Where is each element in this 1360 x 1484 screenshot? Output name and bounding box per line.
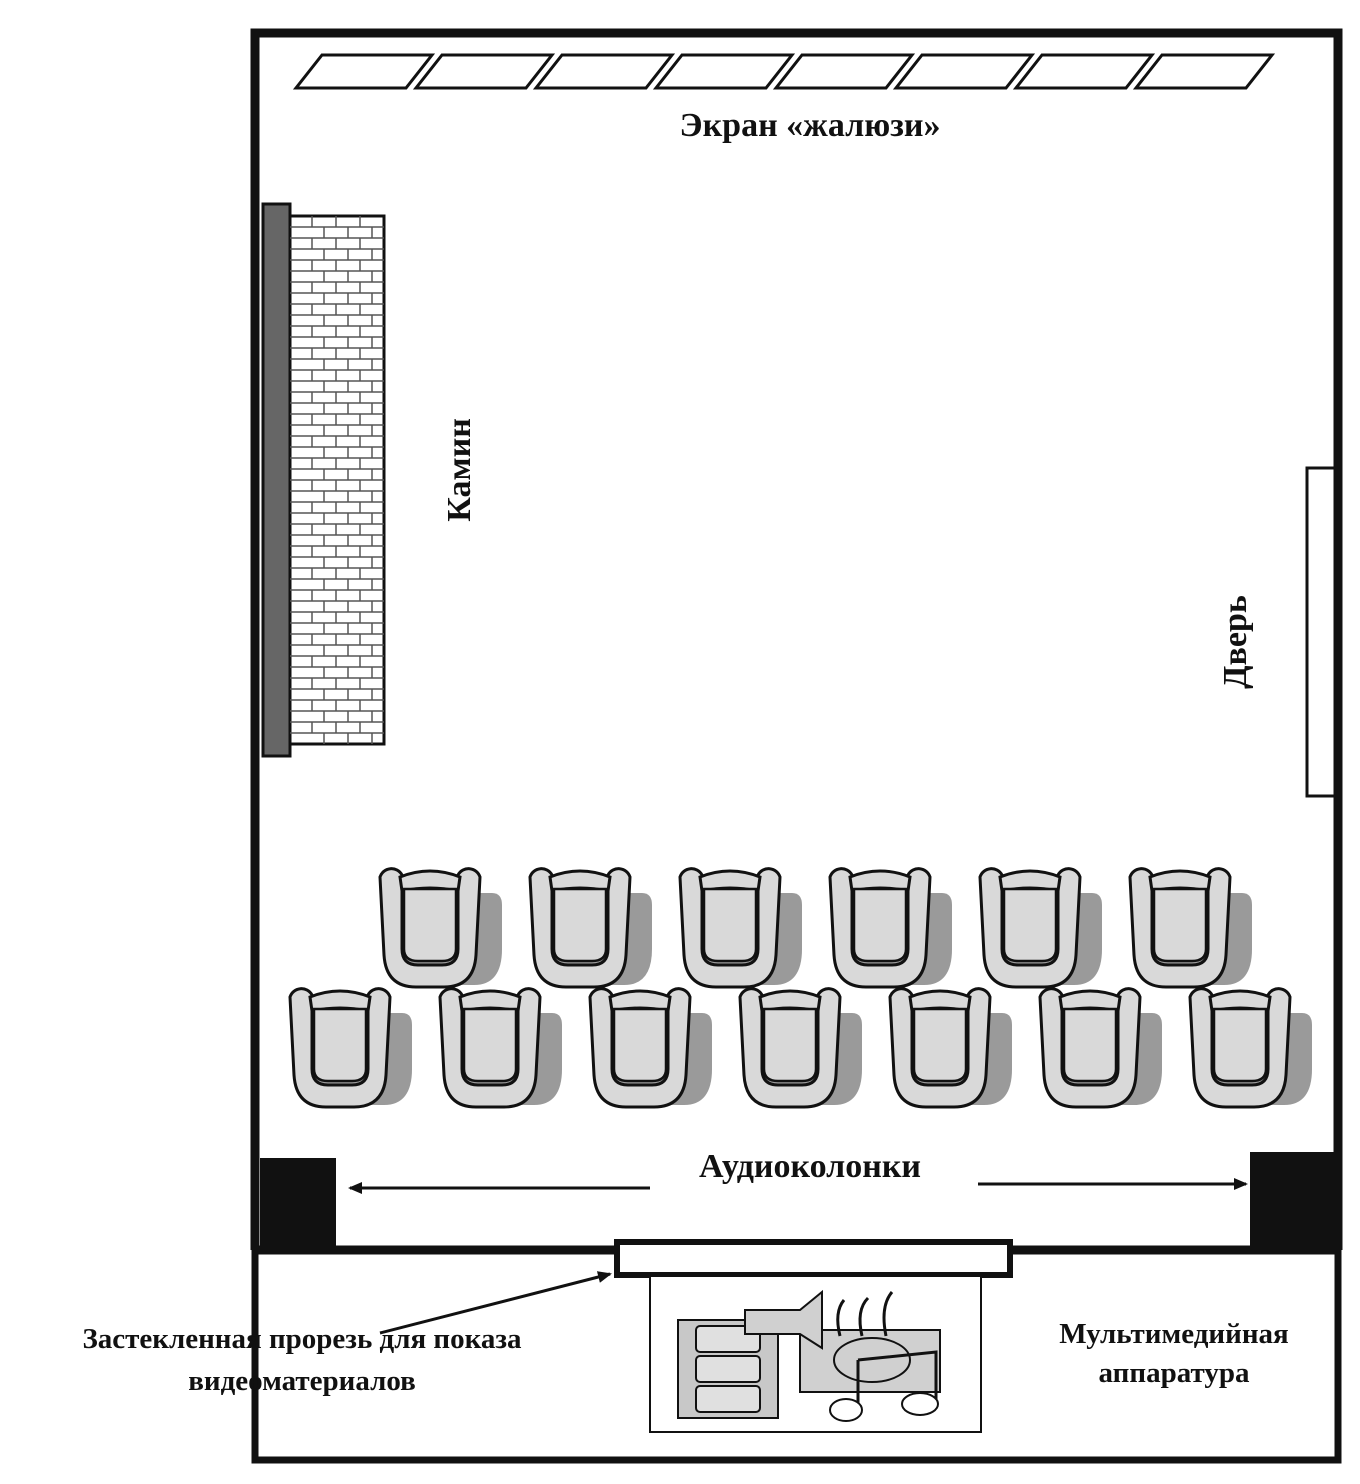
armchair-icon bbox=[528, 867, 652, 989]
chair-cushion bbox=[762, 1007, 818, 1083]
fireplace bbox=[261, 202, 386, 758]
chair-cushion bbox=[1062, 1007, 1118, 1083]
armchair-icon bbox=[378, 867, 502, 989]
armchair-icon bbox=[888, 987, 1012, 1109]
armchair-icon bbox=[828, 867, 952, 989]
note-head-left bbox=[829, 1398, 863, 1422]
glazed-slot-pointer bbox=[379, 1271, 612, 1335]
armchair-icon bbox=[978, 867, 1102, 989]
main-room-wall bbox=[250, 28, 1343, 1250]
screen-panel bbox=[532, 53, 676, 90]
equipment-label-line1: Мультимедийная bbox=[1059, 1318, 1288, 1350]
screen-panel bbox=[652, 53, 796, 90]
wave-curl-2 bbox=[858, 1296, 870, 1337]
armchair-icon bbox=[1128, 867, 1252, 989]
screen-panel bbox=[1012, 53, 1156, 90]
chair-cushion bbox=[312, 1007, 368, 1083]
chair-cushion bbox=[1152, 887, 1208, 963]
armchair-icon bbox=[738, 987, 862, 1109]
speaker-right bbox=[1250, 1152, 1334, 1246]
chair-cushion bbox=[552, 887, 608, 963]
film-frame-3 bbox=[695, 1385, 761, 1413]
chair-cushion bbox=[702, 887, 758, 963]
fireplace-side-panel bbox=[261, 202, 292, 758]
room-walls bbox=[250, 28, 1343, 1464]
note-head-right bbox=[901, 1392, 939, 1416]
armchair-icon bbox=[438, 987, 562, 1109]
chair-cushion bbox=[612, 1007, 668, 1083]
screen-panel bbox=[292, 53, 436, 90]
screen-panel bbox=[1132, 53, 1276, 90]
multimedia-equipment bbox=[649, 1275, 982, 1433]
projector-lens bbox=[744, 1289, 823, 1350]
door bbox=[1305, 466, 1337, 798]
wave-curl-3 bbox=[882, 1291, 894, 1337]
equipment-room-wall bbox=[251, 1250, 1342, 1464]
blinds-screen bbox=[292, 53, 1276, 90]
screen-label: Экран «жалюзи» bbox=[680, 107, 941, 144]
door-label: Дверь bbox=[1217, 595, 1254, 689]
multimedia-equipment-icon bbox=[677, 1289, 941, 1422]
screen-panel bbox=[892, 53, 1036, 90]
armchair-icon bbox=[678, 867, 802, 989]
fireplace-label: Камин bbox=[441, 418, 478, 522]
armchair-icon bbox=[588, 987, 712, 1109]
chair-cushion bbox=[1212, 1007, 1268, 1083]
wave-curl-1 bbox=[836, 1299, 846, 1337]
seating-area bbox=[288, 867, 1312, 1109]
screen-panel bbox=[772, 53, 916, 90]
chair-cushion bbox=[1002, 887, 1058, 963]
armchair-icon bbox=[1038, 987, 1162, 1109]
fireplace-bricks bbox=[290, 216, 384, 744]
film-frame-2 bbox=[695, 1355, 761, 1383]
glazed-slot-label-line2: видеоматериалов bbox=[188, 1365, 416, 1397]
glazed-slot-label-line1: Застекленная прорезь для показа bbox=[82, 1323, 522, 1355]
glazed-viewing-slot bbox=[614, 1239, 1013, 1278]
armchair-icon bbox=[288, 987, 412, 1109]
screen-panel bbox=[412, 53, 556, 90]
chair-cushion bbox=[462, 1007, 518, 1083]
speaker-left bbox=[260, 1158, 336, 1246]
chair-cushion bbox=[402, 887, 458, 963]
equipment-label-line2: аппаратура bbox=[1099, 1357, 1250, 1389]
chair-cushion bbox=[852, 887, 908, 963]
armchair-icon bbox=[1188, 987, 1312, 1109]
speakers-label: Аудиоколонки bbox=[699, 1148, 921, 1185]
chair-cushion bbox=[912, 1007, 968, 1083]
